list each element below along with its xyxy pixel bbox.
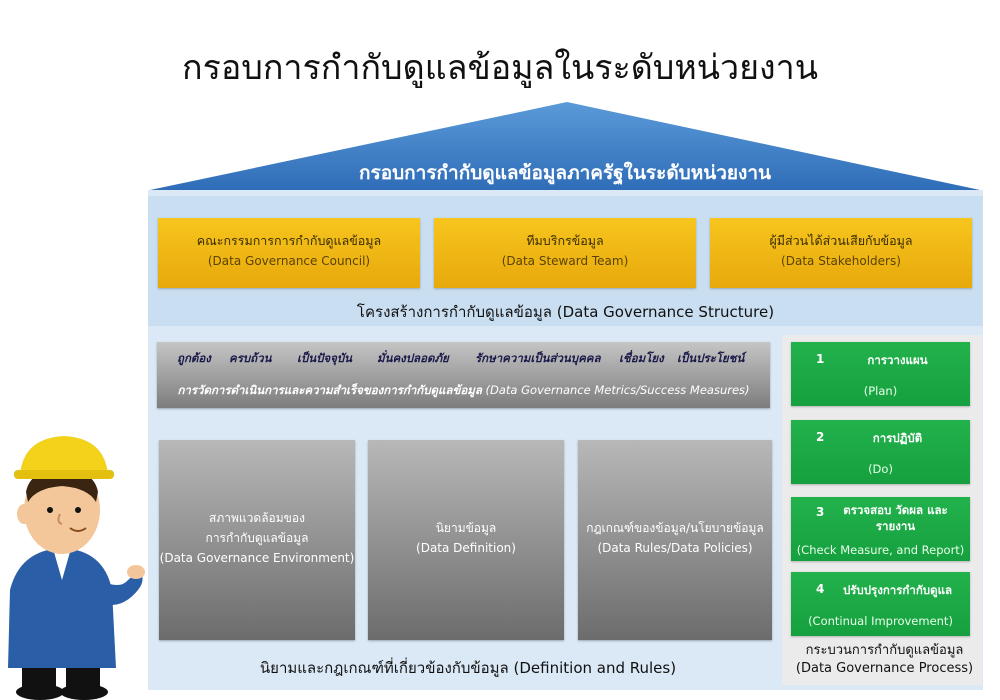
metrics-caption-th: การวัดการดำเนินการและความสำเร็จของการกำก… [177, 383, 482, 397]
metric-item: เชื่อมโยง [619, 351, 664, 365]
process-step-plan: 1 การวางแผน (Plan) [791, 342, 970, 406]
process-label: กระบวนการกำกับดูแลข้อมูล (Data Governanc… [782, 642, 987, 678]
metrics-caption-en: (Data Governance Metrics/Success Measure… [485, 383, 750, 397]
process-step-do: 2 การปฏิบัติ (Do) [791, 420, 970, 484]
step-number: 1 [816, 352, 825, 366]
metrics-banner: ถูกต้อง ครบถ้วน เป็นปัจจุบัน มั่นคงปลอดภ… [157, 342, 770, 408]
steward-th: ทีมบริกรข้อมูล [526, 233, 604, 248]
process-step-check: 3 ตรวจสอบ วัดผล และ รายงาน (Check Measur… [791, 497, 970, 561]
roof-shape [150, 102, 980, 190]
process-step-improve: 4 ปรับปรุงการกำกับดูแล (Continual Improv… [791, 572, 970, 636]
metric-item: เป็นประโยชน์ [677, 351, 745, 365]
definition-en: (Data Definition) [416, 541, 516, 555]
definitions-label: นิยามและกฎเกณฑ์ที่เกี่ยวข้องกับข้อมูล (D… [259, 659, 677, 677]
council-th: คณะกรรมการการกำกับดูแลข้อมูล [196, 233, 382, 248]
roof-label: กรอบการกำกับดูแลข้อมูลภาครัฐในระดับหน่วย… [358, 162, 771, 184]
council-en: (Data Governance Council) [207, 254, 371, 268]
environment-box: สภาพแวดล้อมของ การกำกับดูแลข้อมูล (Data … [159, 440, 355, 640]
step-en: (Do) [868, 462, 893, 476]
stakeholders-box: ผู้มีส่วนได้ส่วนเสียกับข้อมูล (Data Stak… [710, 218, 972, 288]
step-number: 3 [816, 505, 825, 519]
definition-th: นิยามข้อมูล [435, 521, 497, 535]
step-number: 2 [816, 430, 825, 444]
step-th: การปฏิบัติ [872, 431, 923, 445]
steward-en: (Data Steward Team) [501, 254, 629, 268]
step-en: (Plan) [863, 384, 898, 398]
step-th: การวางแผน [867, 353, 928, 367]
metric-item: รักษาความเป็นส่วนบุคคล [475, 351, 601, 365]
data-definition-box: นิยามข้อมูล (Data Definition) [368, 440, 564, 640]
process-label-en: (Data Governance Process) [795, 661, 974, 676]
data-rules-box: กฎเกณฑ์ของข้อมูล/นโยบายข้อมูล (Data Rule… [578, 440, 772, 640]
process-label-th: กระบวนการกำกับดูแลข้อมูล [805, 643, 964, 658]
page-title: กรอบการกำกับดูแลข้อมูลในระดับหน่วยงาน [181, 48, 818, 88]
council-box: คณะกรรมการการกำกับดูแลข้อมูล (Data Gover… [158, 218, 420, 288]
step-en: (Continual Improvement) [808, 614, 953, 628]
structure-label: โครงสร้างการกำกับดูแลข้อมูล (Data Govern… [356, 303, 775, 321]
construction-worker-illustration [8, 436, 145, 700]
environment-th2: การกำกับดูแลข้อมูล [205, 531, 309, 545]
steward-team-box: ทีมบริกรข้อมูล (Data Steward Team) [434, 218, 696, 288]
metric-item: มั่นคงปลอดภัย [377, 351, 449, 365]
metric-item: เป็นปัจจุบัน [297, 351, 353, 365]
stakeholders-th: ผู้มีส่วนได้ส่วนเสียกับข้อมูล [769, 233, 913, 248]
rules-en: (Data Rules/Data Policies) [597, 541, 753, 555]
step-th: ตรวจสอบ วัดผล และ รายงาน [843, 503, 948, 533]
metric-item: ถูกต้อง [177, 351, 211, 365]
step-number: 4 [816, 582, 825, 596]
environment-th1: สภาพแวดล้อมของ [209, 511, 305, 525]
step-th: ปรับปรุงการกำกับดูแล [842, 583, 953, 597]
metrics-caption: การวัดการดำเนินการและความสำเร็จของการกำก… [157, 382, 770, 400]
step-en: (Check Measure, and Report) [796, 543, 965, 557]
environment-en: (Data Governance Environment) [159, 551, 355, 565]
metric-item: ครบถ้วน [229, 351, 272, 365]
stakeholders-en: (Data Stakeholders) [781, 254, 901, 268]
rules-th: กฎเกณฑ์ของข้อมูล/นโยบายข้อมูล [586, 521, 764, 535]
